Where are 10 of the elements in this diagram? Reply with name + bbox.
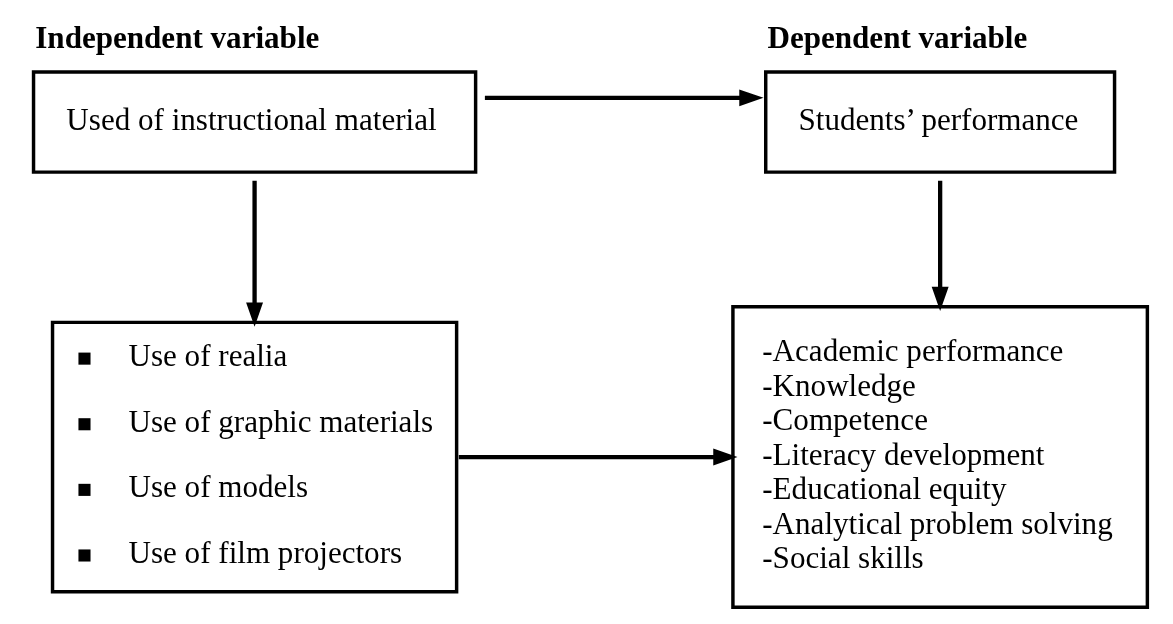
arrow (484, 89, 763, 107)
node-label: Dependent variable (766, 20, 1027, 56)
node-label: Independent variable (34, 20, 319, 56)
arrow (458, 448, 737, 466)
arrow (245, 180, 263, 327)
node-box: Students’ performance (763, 70, 1116, 174)
node-box: Used of instructional material (31, 70, 477, 174)
arrow (931, 180, 949, 312)
node-box: -Academic performance -Knowledge -Competence -Literacy development -Educational equity -Analytical problem solving -Social skills (730, 305, 1149, 609)
node-box: Use of realia Use of graphic materials Use of models Use of film projectors (50, 320, 458, 594)
